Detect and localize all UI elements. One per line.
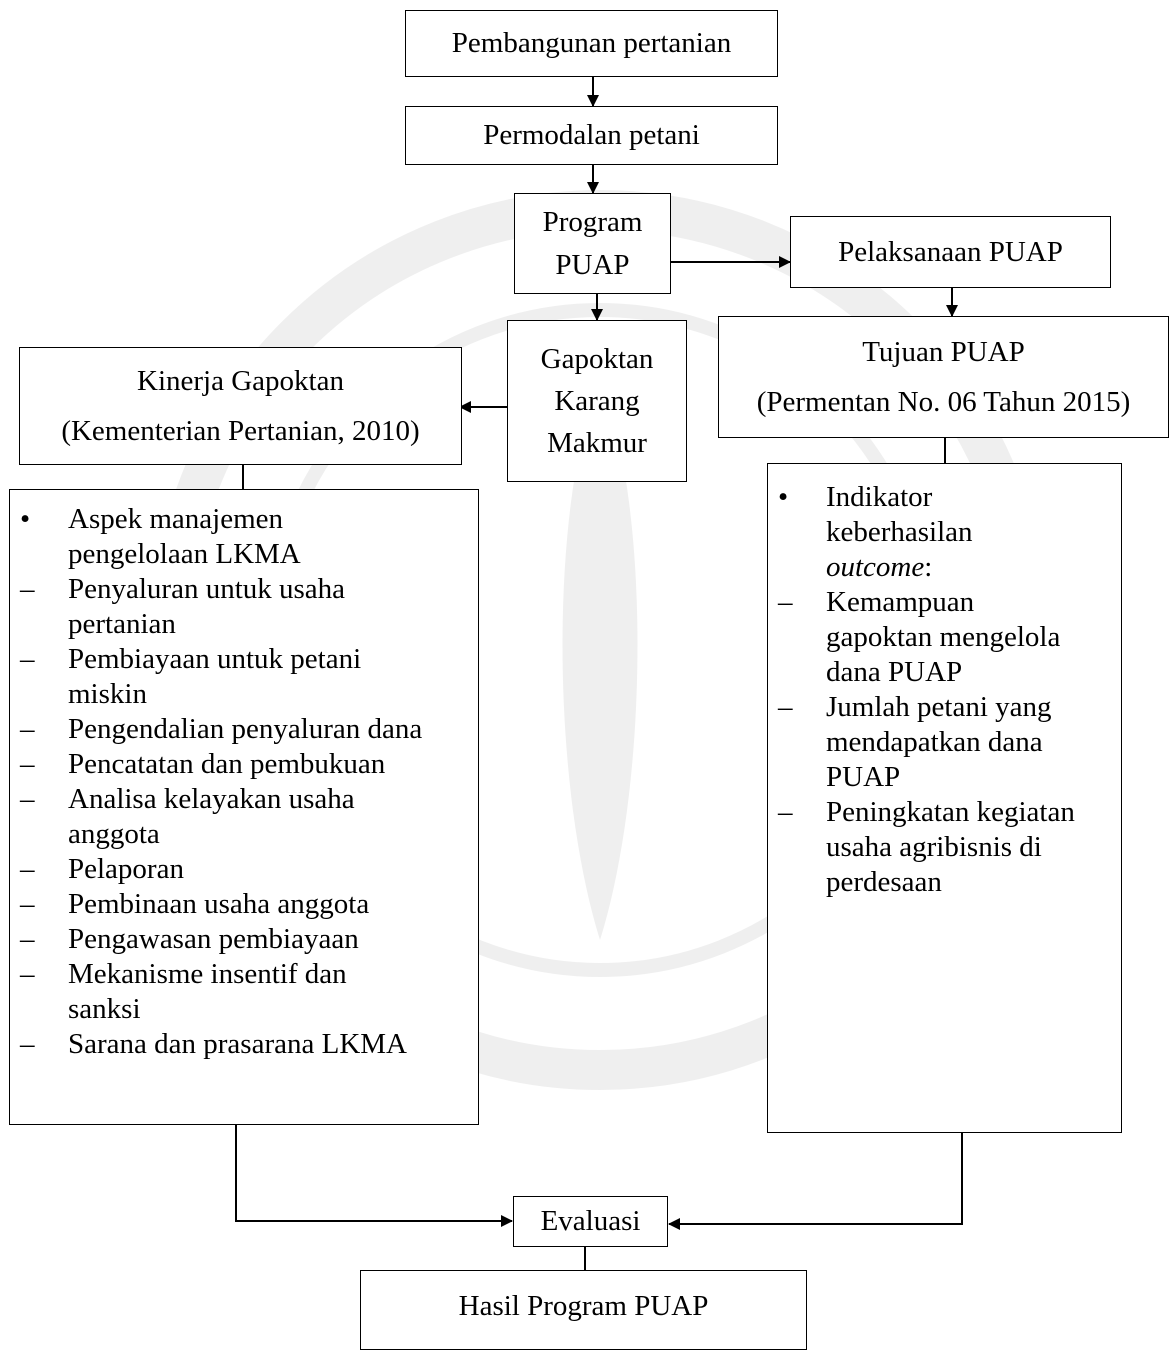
- dash-icon: –: [778, 586, 793, 618]
- list-item-line: Jumlah petani yang: [826, 691, 1052, 723]
- box-program-line2: PUAP: [555, 248, 630, 281]
- list-item-line: Kemampuan: [826, 586, 975, 618]
- dash-icon: –: [778, 691, 793, 723]
- dash-icon: –: [20, 958, 35, 990]
- dash-icon: –: [20, 643, 35, 675]
- list-item-line: Analisa kelayakan usaha: [68, 783, 355, 815]
- list-item-line: Pembiayaan untuk petani: [68, 643, 362, 675]
- list-item-line: Pembinaan usaha anggota: [68, 888, 370, 920]
- dash-icon: –: [20, 923, 35, 955]
- list-item-line: Peningkatan kegiatan: [826, 796, 1075, 828]
- list-item: – Sarana dan prasarana LKMA: [10, 1027, 478, 1062]
- box-kinerja-source: (Kementerian Pertanian, 2010): [61, 415, 420, 447]
- list-item-line: keberhasilan: [826, 516, 973, 548]
- list-item-line: mendapatkan dana: [826, 726, 1043, 758]
- box-kinerja-title: Kinerja Gapoktan: [137, 364, 344, 397]
- box-evaluasi-label: Evaluasi: [540, 1205, 641, 1238]
- box-permodalan-petani: Permodalan petani: [405, 106, 778, 165]
- arrow-kinerja-evaluasi: [235, 1125, 513, 1227]
- list-item-line: usaha agribisnis di: [826, 831, 1042, 863]
- box-evaluasi: Evaluasi: [513, 1196, 668, 1247]
- list-item-line: Indikator: [826, 481, 933, 513]
- box-hasil-program-puap: Hasil Program PUAP: [360, 1270, 807, 1350]
- box-gapoktan-line1: Gapoktan: [540, 342, 654, 375]
- dash-icon: –: [778, 796, 793, 828]
- box-permodalan-label: Permodalan petani: [483, 119, 700, 152]
- box-kinerja-gapoktan: Kinerja Gapoktan (Kementerian Pertanian,…: [19, 347, 462, 465]
- list-item-line: Sarana dan prasarana LKMA: [68, 1028, 407, 1060]
- dash-icon: –: [20, 888, 35, 920]
- list-item-suffix: :: [924, 551, 933, 583]
- list-item-italic: outcome: [826, 551, 925, 583]
- box-program-puap: Program PUAP: [514, 193, 671, 294]
- list-item-line: perdesaan: [826, 866, 942, 898]
- box-hasil-label: Hasil Program PUAP: [458, 1290, 709, 1322]
- list-item-line: anggota: [68, 818, 160, 850]
- list-item-line: Penyaluran untuk usaha: [68, 573, 346, 605]
- box-pelaksanaan-puap: Pelaksanaan PUAP: [790, 216, 1111, 288]
- connector-lines: [235, 77, 963, 1270]
- list-item-line: pengelolaan LKMA: [68, 538, 301, 570]
- list-item-line: PUAP: [826, 761, 901, 793]
- list-item: – Pencatatan dan pembukuan: [10, 747, 478, 782]
- list-item: – Pengawasan pembiayaan: [10, 922, 478, 957]
- list-item-line: Pengawasan pembiayaan: [68, 923, 359, 955]
- dash-icon: –: [20, 783, 35, 815]
- list-item: – Pembinaan usaha anggota: [10, 887, 478, 922]
- list-item-line: sanksi: [68, 993, 141, 1025]
- dash-icon: –: [20, 748, 35, 780]
- list-item-line: Aspek manajemen: [68, 503, 284, 535]
- dash-icon: –: [20, 573, 35, 605]
- dash-icon: –: [20, 713, 35, 745]
- box-pelaksanaan-label: Pelaksanaan PUAP: [838, 235, 1063, 268]
- list-item: – Pelaporan: [10, 852, 478, 887]
- bullet-icon: •: [778, 481, 789, 513]
- box-gapoktan-karang-makmur: Gapoktan Karang Makmur: [507, 320, 687, 482]
- box-pembangunan-label: Pembangunan pertanian: [451, 27, 732, 60]
- box-pembangunan-pertanian: Pembangunan pertanian: [405, 10, 778, 77]
- box-program-line1: Program: [542, 206, 643, 239]
- dash-icon: –: [20, 1028, 35, 1060]
- box-tujuan-puap: Tujuan PUAP (Permentan No. 06 Tahun 2015…: [718, 316, 1169, 438]
- dash-icon: –: [20, 853, 35, 885]
- list-item-line: Mekanisme insentif dan: [68, 958, 347, 990]
- list-item-line: gapoktan mengelola: [826, 621, 1061, 653]
- arrow-tujuan-evaluasi: [668, 1133, 963, 1230]
- list-item-line: Pelaporan: [68, 853, 184, 885]
- list-item: – Pengendalian penyaluran dana: [10, 712, 478, 747]
- list-item-line: Pencatatan dan pembukuan: [68, 748, 386, 780]
- list-item-line: outcome:: [826, 550, 1101, 585]
- list-item-line: dana PUAP: [826, 656, 963, 688]
- bullet-icon: •: [20, 503, 31, 535]
- list-item-line: pertanian: [68, 608, 176, 640]
- box-tujuan-title: Tujuan PUAP: [862, 335, 1025, 368]
- list-item-line: Pengendalian penyaluran dana: [68, 713, 423, 745]
- box-gapoktan-line3: Makmur: [547, 427, 647, 460]
- list-item-line: miskin: [68, 678, 147, 710]
- box-tujuan-source: (Permentan No. 06 Tahun 2015): [756, 386, 1131, 418]
- box-gapoktan-line2: Karang: [554, 384, 640, 417]
